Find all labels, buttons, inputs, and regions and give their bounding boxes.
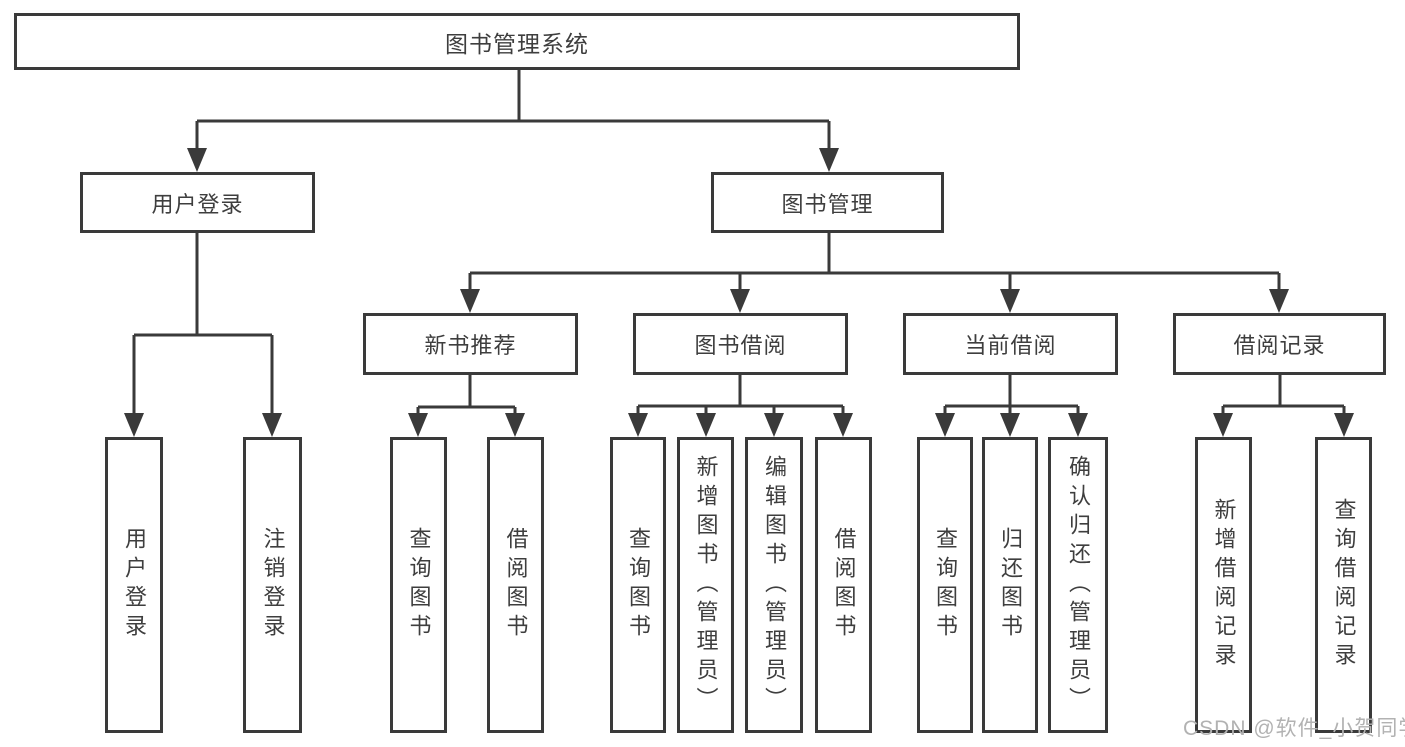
node-label: 新书推荐 — [424, 333, 517, 358]
node-label: 当前借阅 — [964, 333, 1057, 358]
csdn-watermark: CSDN @软件_小贺同学 — [1183, 717, 1405, 740]
arrowheads — [124, 148, 1354, 437]
leaf-label: 归还图书 — [998, 527, 1023, 643]
node-user-login: 用户登录 — [80, 172, 315, 233]
leaf-label: 新增图书（管理员） — [693, 454, 719, 716]
node-label: 借阅记录 — [1233, 333, 1326, 358]
node-library-management-system: 图书管理系统 — [14, 13, 1020, 70]
leaf-query-book-recommend: 查询图书 — [390, 437, 447, 733]
leaf-add-book-admin: 新增图书（管理员） — [677, 437, 734, 733]
leaf-user-login: 用户登录 — [105, 437, 163, 733]
leaf-label: 注销登录 — [260, 527, 286, 643]
leaf-query-book-current: 查询图书 — [917, 437, 973, 733]
leaf-borrow-book: 借阅图书 — [815, 437, 872, 733]
leaf-label: 查询图书 — [626, 527, 651, 643]
leaf-add-borrow-record: 新增借阅记录 — [1195, 437, 1252, 733]
leaf-label: 用户登录 — [122, 527, 147, 643]
leaf-label: 确认归还（管理员） — [1066, 454, 1091, 716]
node-current-borrow: 当前借阅 — [903, 313, 1118, 375]
leaf-label: 查询图书 — [933, 527, 958, 643]
node-new-book-recommend: 新书推荐 — [363, 313, 578, 375]
leaf-query-borrow-record: 查询借阅记录 — [1315, 437, 1372, 733]
leaf-return-book: 归还图书 — [982, 437, 1038, 733]
leaf-edit-book-admin: 编辑图书（管理员） — [745, 437, 803, 733]
leaf-label: 编辑图书（管理员） — [762, 454, 787, 716]
leaf-confirm-return-admin: 确认归还（管理员） — [1048, 437, 1108, 733]
leaf-label: 查询图书 — [406, 527, 432, 643]
leaf-label: 查询借阅记录 — [1331, 498, 1357, 672]
leaf-borrow-book-recommend: 借阅图书 — [487, 437, 544, 733]
leaf-logout-login: 注销登录 — [243, 437, 302, 733]
leaf-query-book-borrow: 查询图书 — [610, 437, 666, 733]
node-book-management: 图书管理 — [711, 172, 944, 233]
node-label: 用户登录 — [151, 191, 244, 217]
node-label: 图书管理系统 — [445, 30, 589, 57]
leaf-label: 新增借阅记录 — [1211, 498, 1237, 672]
node-label: 图书借阅 — [694, 333, 787, 358]
node-book-borrow: 图书借阅 — [633, 313, 848, 375]
leaf-label: 借阅图书 — [503, 527, 529, 643]
node-label: 图书管理 — [781, 191, 874, 217]
node-borrow-record: 借阅记录 — [1173, 313, 1386, 375]
leaf-label: 借阅图书 — [831, 527, 857, 643]
